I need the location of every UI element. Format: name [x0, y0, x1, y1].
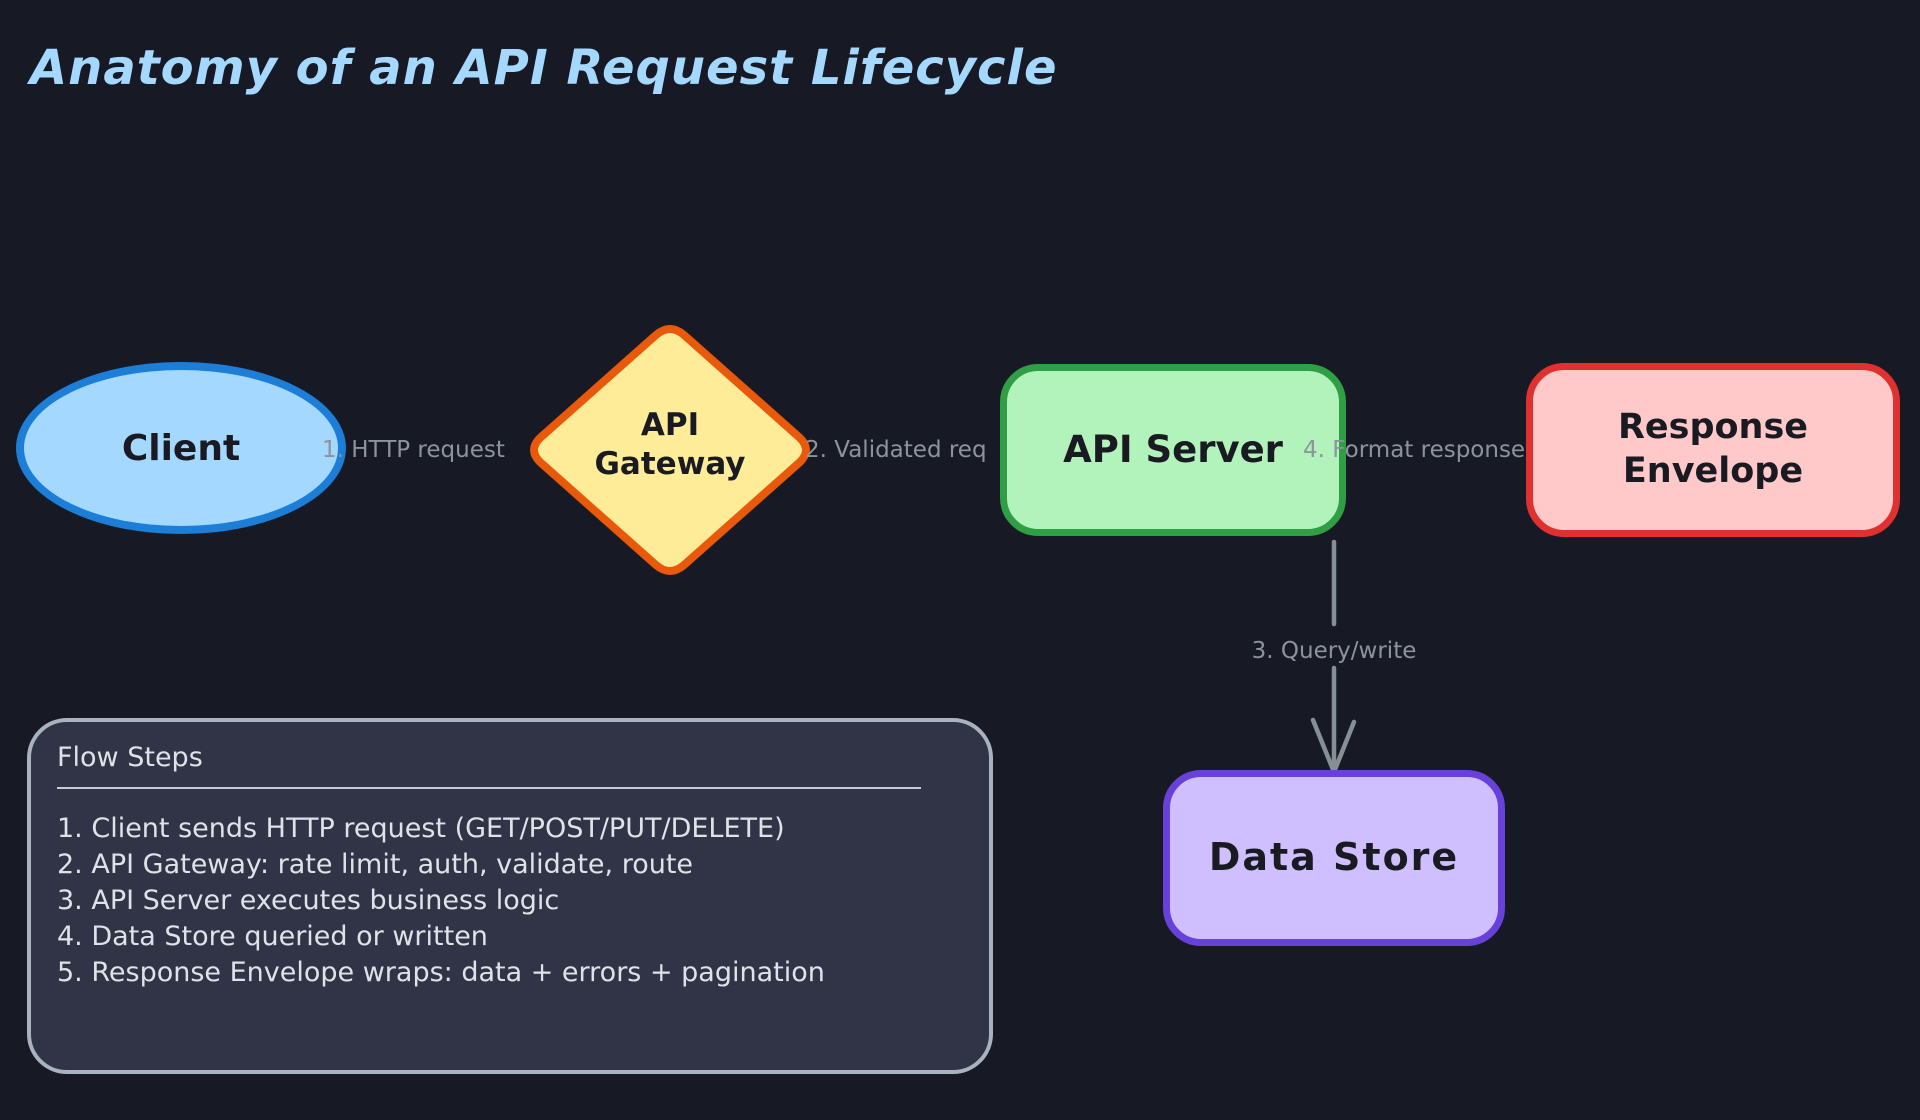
- node-data-store-label: Data Store: [1208, 835, 1460, 880]
- edge-label-query-write: 3. Query/write: [1251, 638, 1417, 664]
- flow-step-item-1: 1. Client sends HTTP request (GET/POST/P…: [57, 813, 785, 844]
- node-api-gateway[interactable]: [510, 310, 830, 590]
- node-response-envelope-label: Response Envelope: [1617, 407, 1809, 491]
- flow-step-item-4: 4. Data Store queried or written: [57, 921, 488, 952]
- diagram-title: Anatomy of an API Request Lifecycle: [30, 40, 1058, 96]
- node-api-server[interactable]: API Server: [1000, 364, 1346, 536]
- node-api-server-label: API Server: [1063, 427, 1283, 471]
- flow-steps-panel[interactable]: Flow Steps 1. Client sends HTTP request …: [27, 718, 993, 1074]
- node-client[interactable]: Client: [16, 362, 346, 534]
- flow-step-item-3: 3. API Server executes business logic: [57, 885, 560, 916]
- query-write-arrow[interactable]: [1294, 536, 1384, 781]
- edge-label-http-request: 1. HTTP request: [322, 437, 505, 463]
- flow-step-item-5: 5. Response Envelope wraps: data + error…: [57, 957, 825, 988]
- node-api-gateway-label: API Gateway: [594, 407, 746, 482]
- flow-steps-divider: [57, 787, 921, 789]
- flow-steps-list: 1. Client sends HTTP request (GET/POST/P…: [57, 811, 963, 991]
- flow-step-item-2: 2. API Gateway: rate limit, auth, valida…: [57, 849, 694, 880]
- edge-label-validated-req: 2. Validated req: [805, 437, 987, 463]
- node-data-store[interactable]: Data Store: [1163, 770, 1505, 946]
- node-response-envelope[interactable]: Response Envelope: [1526, 363, 1900, 537]
- flow-steps-title: Flow Steps: [57, 742, 203, 773]
- edge-label-format-response: 4. Format response: [1303, 437, 1526, 463]
- node-client-label: Client: [121, 427, 241, 469]
- diamond-shape: [530, 325, 810, 575]
- arrow-lines: [1310, 539, 1357, 775]
